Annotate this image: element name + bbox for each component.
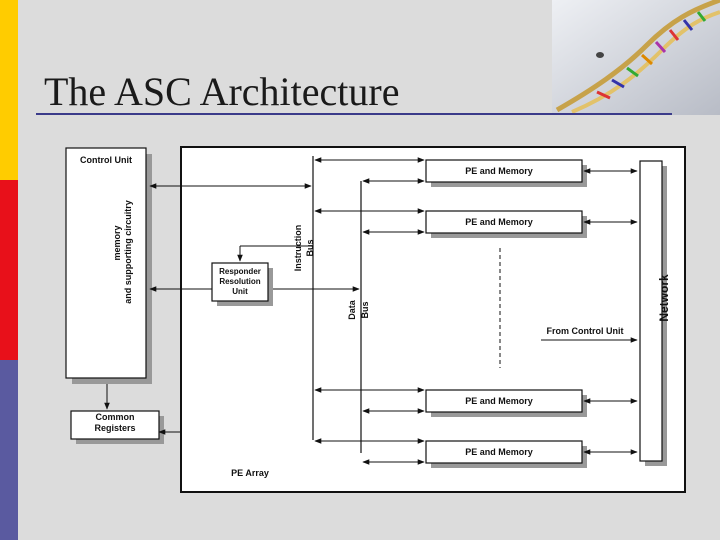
page-title: The ASC Architecture (44, 69, 400, 114)
data-bus-label-2: Bus (360, 301, 370, 318)
accent-stripe-yellow (0, 0, 18, 180)
responder-resolution-block: Responder Resolution Unit (211, 262, 273, 306)
from-control-unit-label: From Control Unit (547, 326, 624, 336)
responder-label-3: Unit (232, 287, 248, 296)
accent-stripe-blue (0, 360, 18, 540)
dna-helix-image (552, 0, 720, 115)
responder-label-2: Resolution (219, 277, 260, 286)
title-underline (36, 113, 672, 115)
cu-memory-label-2: and supporting circuitry (123, 200, 133, 304)
pe-memory-box-2: PE and Memory (425, 210, 587, 238)
pe-memory-box-4: PE and Memory (425, 440, 587, 468)
pe-array-frame (180, 146, 686, 493)
pe-memory-label-1: PE and Memory (465, 166, 533, 176)
instruction-bus-label-2: Bus (305, 239, 315, 256)
instruction-bus-label-1: Instruction (293, 225, 303, 272)
common-registers-block: Common Registers (70, 410, 164, 444)
pe-memory-label-4: PE and Memory (465, 447, 533, 457)
pe-memory-box-3: PE and Memory (425, 389, 587, 417)
responder-label-1: Responder (219, 267, 261, 276)
accent-stripe-red (0, 180, 18, 360)
pe-array-label: PE Array (231, 468, 269, 478)
pe-memory-label-3: PE and Memory (465, 396, 533, 406)
pe-memory-label-2: PE and Memory (465, 217, 533, 227)
control-unit-label: Control Unit (80, 155, 132, 165)
pe-memory-box-1: PE and Memory (425, 159, 587, 187)
cu-memory-label-1: memory (112, 225, 122, 260)
network-block (639, 160, 667, 466)
data-bus-label-1: Data (347, 299, 357, 320)
common-registers-label-1: Common (96, 412, 135, 422)
control-unit-block: Control Unit (65, 147, 152, 384)
network-label: Network (657, 274, 671, 322)
common-registers-label-2: Registers (94, 423, 135, 433)
